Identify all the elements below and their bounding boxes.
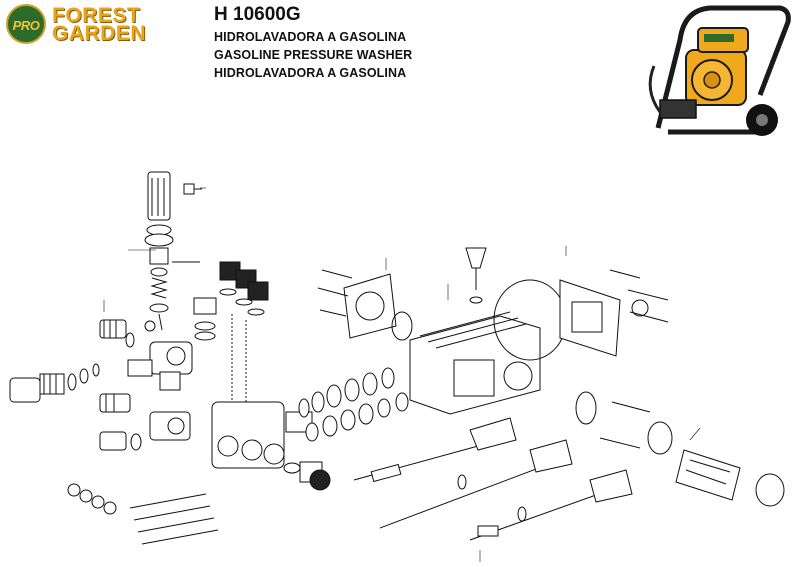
model-number: H 10600G: [214, 4, 301, 25]
seal-kit: [298, 367, 409, 442]
valve-caps: [193, 261, 269, 406]
pump-head: [211, 401, 313, 469]
rear-cover: [559, 279, 649, 357]
exploded-pump-diagram-icon: [9, 171, 785, 562]
header: PRO FOREST GARDEN H 10600G HIDROLAVADORA…: [0, 0, 800, 150]
logo-wordmark-forest: FOREST: [52, 4, 141, 27]
logo-badge: PRO: [6, 4, 46, 44]
outlet-manifold: [9, 319, 193, 403]
unloader-valve-assembly: [144, 171, 202, 331]
description-spanish: HIDROLAVADORA A GASOLINA: [214, 30, 407, 44]
logo-wordmark-garden: GARDEN: [52, 22, 147, 45]
product-photo-icon: [648, 5, 791, 136]
oil-cap: [465, 247, 487, 304]
description-english: GASOLINE PRESSURE WASHER: [214, 48, 413, 62]
brand-logo: PRO FOREST GARDEN: [6, 4, 186, 44]
bolts: [317, 269, 669, 449]
head-bolts: [129, 493, 219, 545]
fittings: [67, 461, 331, 515]
logo-badge-text: PRO: [12, 18, 40, 33]
side-cover: [343, 273, 413, 341]
drive-shaft: [575, 391, 785, 507]
description-spanish-repeat: HIDROLAVADORA A GASOLINA: [214, 66, 407, 80]
inlet-manifold: [99, 393, 191, 451]
leader-lines: [103, 187, 701, 562]
crankcase: [409, 279, 567, 415]
plunger-rods: [353, 417, 633, 541]
